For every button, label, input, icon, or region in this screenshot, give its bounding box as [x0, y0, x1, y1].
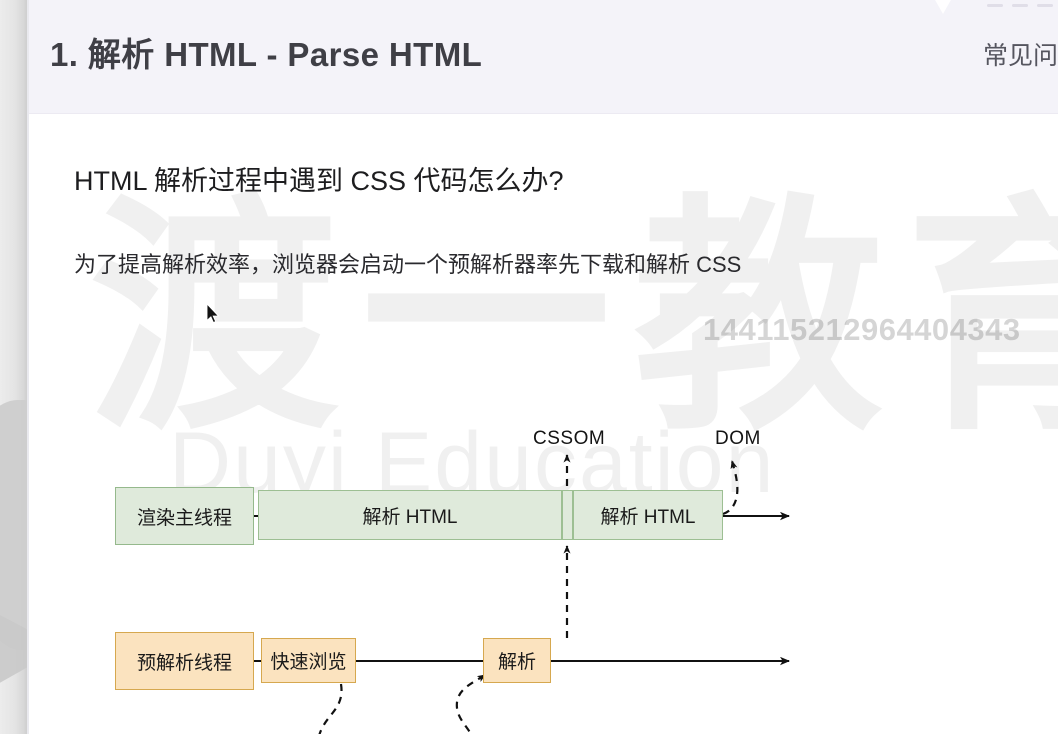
- task-gap-block: [562, 490, 573, 540]
- question-text: HTML 解析过程中遇到 CSS 代码怎么办?: [74, 166, 564, 196]
- header-dash: [1012, 4, 1028, 7]
- chevron-down-icon: [926, 0, 960, 14]
- lane-label-render-main-thread: 渲染主线程: [115, 487, 254, 545]
- gutter-decoration-a: [0, 400, 27, 650]
- header-dash: [987, 4, 1003, 7]
- task-quick-scan: 快速浏览: [261, 638, 356, 683]
- task-parse: 解析: [483, 638, 551, 683]
- header-right-label: 常见问: [983, 42, 1058, 70]
- page-title: 1. 解析 HTML - Parse HTML: [50, 36, 483, 73]
- answer-text: 为了提高解析效率，浏览器会启动一个预解析器率先下载和解析 CSS: [74, 252, 742, 277]
- task-parse-html-2: 解析 HTML: [573, 490, 723, 540]
- thread-timeline-diagram: CSSOM DOM 渲染主线程 解析 HTML 解析 HTML 预解析线程 快速…: [29, 114, 1058, 734]
- lane-label-pre-parse-thread: 预解析线程: [115, 632, 254, 690]
- slide-header: [29, 0, 1058, 114]
- header-dash: [1037, 4, 1053, 7]
- diagram-lines: [254, 454, 790, 734]
- slide-content: 渡一教育 Duyi Education 144115212964404343 H…: [29, 114, 1058, 734]
- header-dash-marks: [987, 4, 1058, 7]
- output-label-dom: DOM: [715, 428, 761, 449]
- gutter-divider: [27, 0, 29, 734]
- output-label-cssom: CSSOM: [533, 428, 606, 449]
- task-parse-html-1: 解析 HTML: [258, 490, 562, 540]
- left-gutter-strip: [0, 0, 27, 734]
